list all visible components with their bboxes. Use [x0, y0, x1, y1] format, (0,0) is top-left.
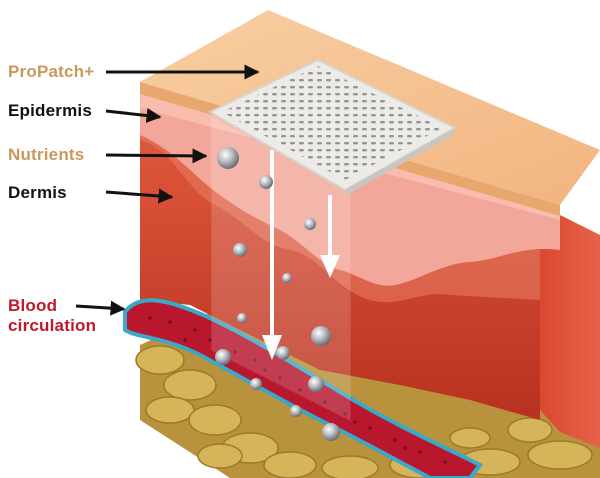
arrow-down-icon: [320, 255, 340, 278]
nutrient-bubble-icon: [304, 218, 316, 230]
nutrient-bubble-icon: [250, 378, 262, 390]
propatch-label: ProPatch+: [8, 62, 95, 81]
nutrient-bubble-icon: [290, 405, 302, 417]
nutrient-bubble-icon: [233, 243, 247, 257]
arrow-right-icon: [105, 148, 208, 164]
blood-circulation-label: Blood circulation: [8, 296, 96, 336]
blood-label-line1: Blood: [8, 296, 58, 315]
blood-label-line2: circulation: [8, 316, 97, 335]
nutrient-bubble-icon: [215, 349, 231, 365]
perforated-patch-icon: [207, 58, 458, 196]
nutrient-bubble-icon: [217, 147, 239, 169]
nutrient-bubble-icon: [282, 273, 292, 283]
nutrient-bubble-icon: [322, 423, 340, 441]
nutrient-bubble-icon: [276, 346, 290, 360]
arrow-right-icon: [105, 188, 174, 204]
nutrient-bubbles: [215, 147, 340, 441]
dermis-label: Dermis: [8, 183, 67, 202]
epidermis-label: Epidermis: [8, 101, 92, 120]
arrow-right-icon: [105, 108, 162, 123]
nutrient-bubble-icon: [259, 175, 273, 189]
arrow-right-icon: [75, 300, 126, 316]
blood-vessel: [123, 298, 484, 478]
pointer-arrows: [75, 64, 260, 316]
nutrient-bubble-icon: [237, 313, 247, 323]
skin-block-side: [540, 205, 600, 448]
nutrient-bubble-icon: [308, 376, 324, 392]
nutrients-label: Nutrients: [8, 145, 85, 164]
nutrient-bubble-icon: [311, 326, 331, 346]
arrow-down-icon: [262, 335, 282, 360]
